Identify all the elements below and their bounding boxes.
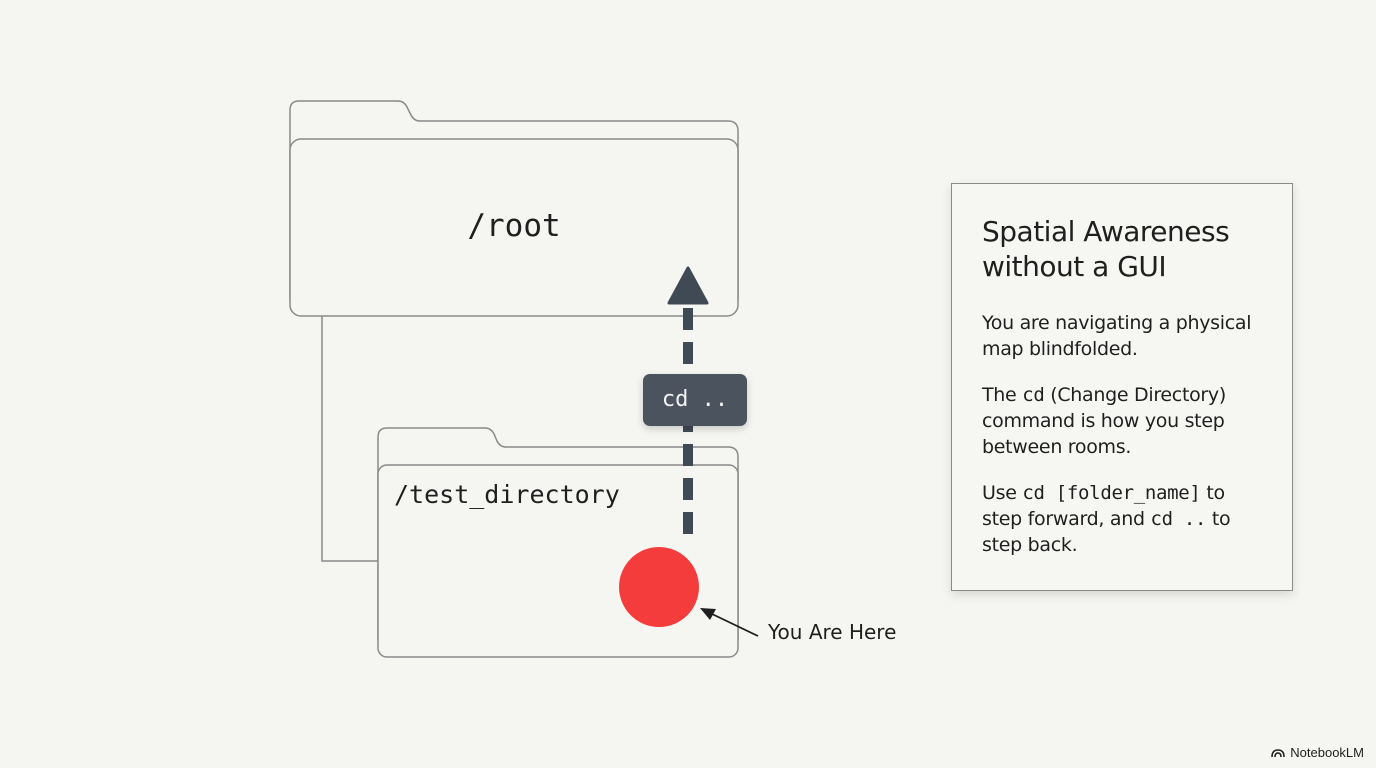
cd-up-arrow-head-icon xyxy=(667,266,709,305)
para3-text-post: to step back. xyxy=(982,508,1231,556)
para3-text-pre: Use xyxy=(982,482,1023,504)
root-folder-icon xyxy=(289,100,739,317)
tree-connector-line xyxy=(321,316,378,562)
para2-text-pre: The xyxy=(982,384,1023,406)
cd-command-badge: cd .. xyxy=(643,374,747,426)
brand-name: NotebookLM xyxy=(1290,745,1364,760)
you-are-here-label: You Are Here xyxy=(768,620,897,644)
para2-code-cd: cd xyxy=(1022,384,1045,406)
info-card-paragraph-2: The cd (Change Directory) command is how… xyxy=(982,382,1264,460)
para3-code-cd-folder: cd [folder_name] xyxy=(1022,482,1201,504)
root-folder-label: /root xyxy=(467,208,561,244)
info-card-title-line2: without a GUI xyxy=(982,250,1167,283)
you-are-here-marker xyxy=(619,547,699,627)
brand-watermark: NotebookLM xyxy=(1271,745,1364,760)
you-are-here-pointer-line xyxy=(709,612,759,637)
test-directory-folder-label: /test_directory xyxy=(394,480,620,509)
para2-text-post: (Change Directory) command is how you st… xyxy=(982,384,1226,458)
para3-text-mid: to step forward, and xyxy=(982,482,1225,530)
notebooklm-logo-icon xyxy=(1271,748,1286,757)
para3-code-cd-up: cd .. xyxy=(1150,508,1207,530)
you-are-here-pointer-head-icon xyxy=(700,608,716,620)
info-card-paragraph-1: You are navigating a physical map blindf… xyxy=(982,312,1252,360)
info-card-title-line1: Spatial Awareness xyxy=(982,215,1230,248)
info-card-paragraph-3: Use cd [folder_name] to step forward, an… xyxy=(982,480,1264,558)
